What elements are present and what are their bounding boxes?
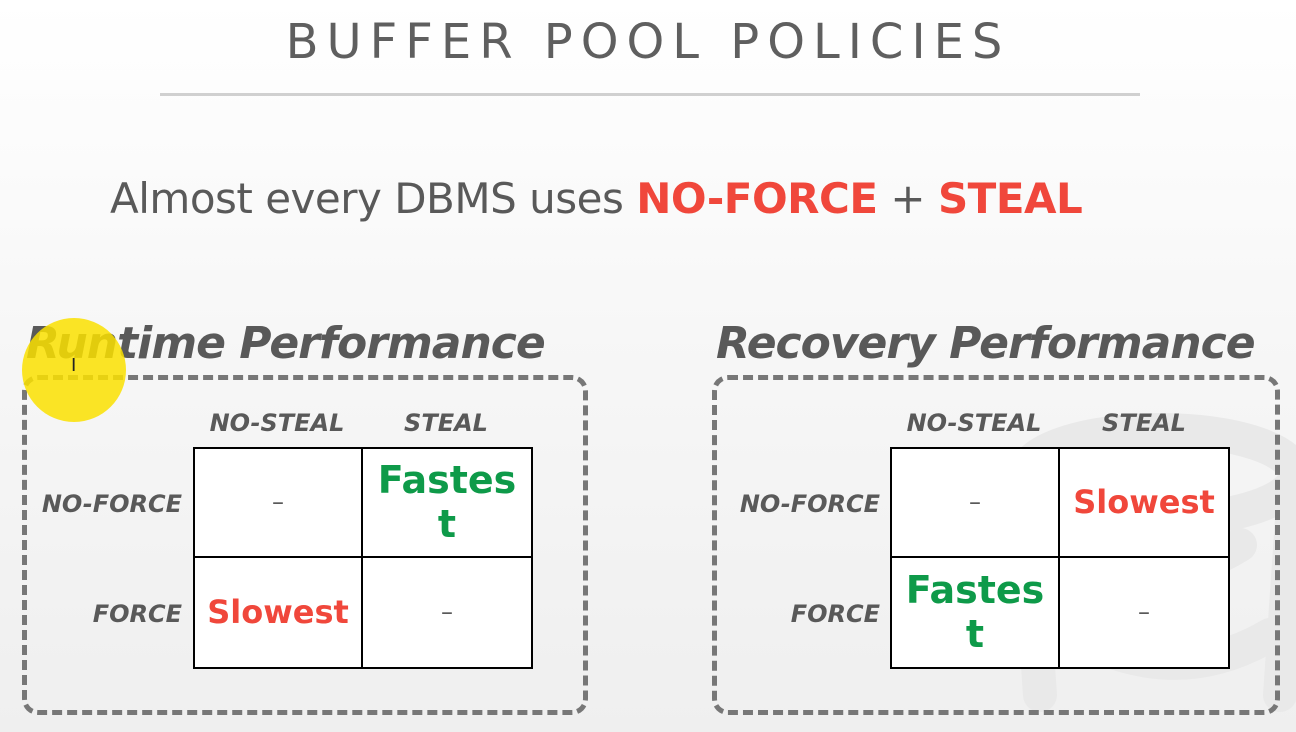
runtime-col-steal: STEAL (404, 409, 488, 437)
recovery-value-noforce-steal: Slowest (1073, 483, 1215, 522)
recovery-col-no-steal: NO-STEAL (906, 409, 1042, 437)
headline-policy-steal: STEAL (937, 174, 1083, 223)
recovery-col-steal: STEAL (1102, 409, 1186, 437)
headline-joiner: + (877, 174, 938, 223)
recovery-cell-noforce-steal: Slowest (1060, 449, 1228, 558)
runtime-value-force-nosteal: Slowest (207, 593, 349, 632)
runtime-cell-noforce-nosteal: – (195, 449, 363, 558)
headline-prefix: Almost every DBMS uses (110, 174, 637, 223)
runtime-cell-force-steal: – (363, 558, 531, 667)
runtime-policy-matrix: – Fastest Slowest – (193, 447, 533, 669)
recovery-value-force-nosteal: Fastest (905, 567, 1045, 656)
recovery-value-noforce-nosteal: – (969, 487, 981, 516)
recovery-policy-matrix: – Slowest Fastest – (890, 447, 1230, 669)
headline-policy-no-force: NO-FORCE (636, 174, 878, 223)
recovery-performance-box (712, 375, 1280, 715)
runtime-col-no-steal: NO-STEAL (209, 409, 345, 437)
text-cursor-icon: I (71, 355, 77, 376)
runtime-row-no-force: NO-FORCE (41, 490, 182, 518)
recovery-row-no-force: NO-FORCE (739, 490, 880, 518)
runtime-value-noforce-nosteal: – (272, 487, 284, 516)
headline: Almost every DBMS uses NO-FORCE + STEAL (110, 174, 1083, 223)
runtime-cell-noforce-steal: Fastest (363, 449, 531, 558)
title-divider (160, 93, 1140, 96)
runtime-value-noforce-steal: Fastest (377, 457, 517, 546)
recovery-performance-title: Recovery Performance (716, 318, 1256, 369)
cursor-highlight-icon (22, 318, 126, 422)
recovery-value-force-steal: – (1138, 597, 1150, 626)
runtime-cell-force-nosteal: Slowest (195, 558, 363, 667)
recovery-cell-force-nosteal: Fastest (892, 558, 1060, 667)
slide-title: BUFFER POOL POLICIES (285, 14, 1011, 70)
recovery-cell-noforce-nosteal: – (892, 449, 1060, 558)
runtime-performance-box (22, 375, 588, 715)
runtime-row-force: FORCE (92, 600, 182, 628)
recovery-cell-force-steal: – (1060, 558, 1228, 667)
recovery-row-force: FORCE (790, 600, 880, 628)
runtime-value-force-steal: – (441, 597, 453, 626)
